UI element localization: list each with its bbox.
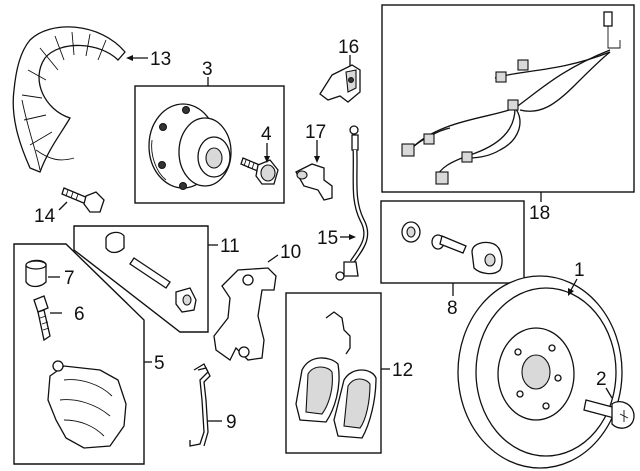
callout-label-4: 4 xyxy=(261,124,272,145)
callout-label-2: 2 xyxy=(596,369,607,390)
callout-label-18: 18 xyxy=(529,203,550,224)
callout-line-14 xyxy=(58,201,68,211)
brake-rotor xyxy=(457,275,623,469)
callout-label-14: 14 xyxy=(34,206,56,227)
callout-label-17: 17 xyxy=(305,122,326,143)
callout-label-8: 8 xyxy=(447,298,458,319)
callout-label-3: 3 xyxy=(202,59,213,80)
callout-label-10: 10 xyxy=(280,242,301,263)
callout-label-1: 1 xyxy=(574,260,585,281)
callout-arrow-17 xyxy=(314,156,320,163)
callout-label-9: 9 xyxy=(226,412,237,433)
bolt-kit xyxy=(401,221,503,275)
callout-label-7: 7 xyxy=(64,268,75,289)
callout-arrow-4 xyxy=(264,156,270,163)
rotor-screw xyxy=(583,399,635,429)
sensor-bracket xyxy=(319,64,361,103)
callout-line-10 xyxy=(267,254,279,263)
callout-line-2 xyxy=(605,387,613,399)
callout-arrow-13 xyxy=(126,55,133,61)
brake-pads xyxy=(295,311,377,439)
callout-label-6: 6 xyxy=(74,304,85,325)
callout-label-11: 11 xyxy=(220,236,240,257)
guide-pins xyxy=(105,231,197,313)
callout-line-1 xyxy=(570,278,578,291)
group-box-guide-pins xyxy=(73,225,209,333)
callout-label-5: 5 xyxy=(154,353,165,374)
hub-bolt xyxy=(240,157,279,185)
hub-bearing xyxy=(148,103,232,190)
caliper-cap xyxy=(25,259,47,288)
spring-clip xyxy=(189,363,211,447)
callout-label-15: 15 xyxy=(317,228,338,249)
brake-caliper xyxy=(47,360,127,449)
callout-arrow-15 xyxy=(349,234,356,240)
brake-hose xyxy=(335,125,369,281)
splash-shield xyxy=(12,26,126,173)
callout-label-12: 12 xyxy=(392,360,413,381)
wheel-speed-sensor xyxy=(295,163,333,201)
callout-label-13: 13 xyxy=(150,49,171,70)
callout-arrow-1 xyxy=(568,288,574,296)
callout-label-16: 16 xyxy=(338,37,359,58)
group-box-wheel-sensor-harness xyxy=(381,4,635,193)
shield-bolt xyxy=(61,187,105,213)
sensor-harness xyxy=(401,11,621,185)
bleeder-screw xyxy=(33,295,51,342)
caliper-bracket xyxy=(213,267,277,361)
